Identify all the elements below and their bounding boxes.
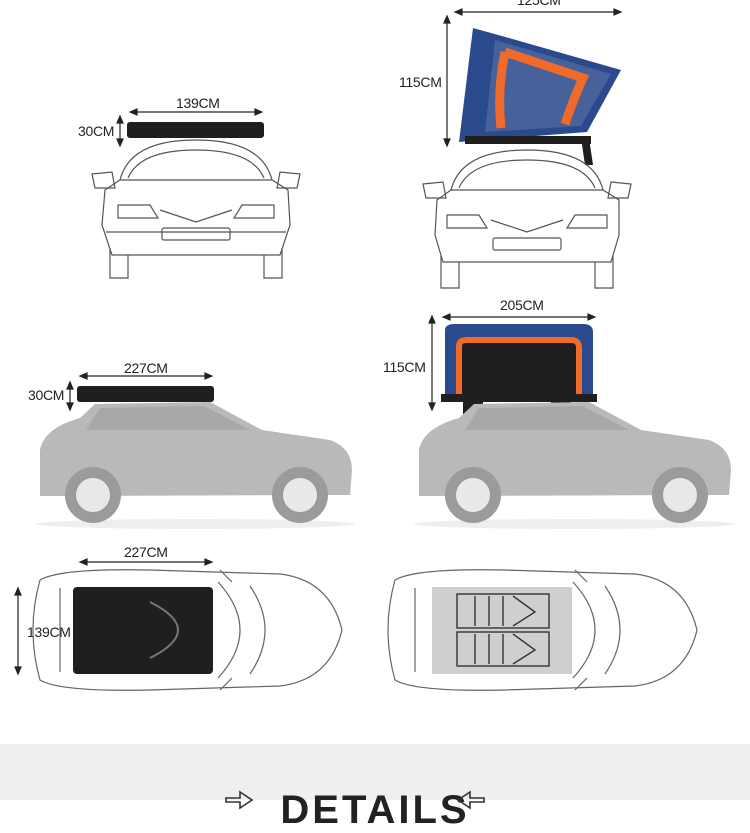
front-open-drawing <box>422 8 632 289</box>
side-open-length-label: 205CM <box>500 297 544 313</box>
top-view-open <box>375 540 750 740</box>
tent-open-side <box>441 324 597 420</box>
roof-box-closed-side <box>77 386 214 402</box>
front-closed-drawing <box>91 108 301 279</box>
side-closed-height-label: 30CM <box>28 387 65 403</box>
top-view-closed: 227CM 139CM <box>0 540 375 740</box>
front-view-open: 125CM 115CM <box>375 0 750 300</box>
side-closed-drawing <box>35 372 355 529</box>
roof-box-closed <box>127 122 264 138</box>
side-view-closed: 227CM 30CM <box>0 300 375 540</box>
front-view-closed: 139CM 30CM <box>0 0 375 300</box>
tent-open-front <box>459 28 621 165</box>
side-open-drawing <box>414 313 734 529</box>
front-closed-width-label: 139CM <box>176 95 220 111</box>
front-open-height-label: 115CM <box>399 74 442 90</box>
side-view-open: 205CM 115CM <box>375 297 750 540</box>
side-open-height-label: 115CM <box>383 359 426 375</box>
roof-box-closed-top <box>73 587 213 674</box>
details-title: DETAILS <box>280 788 470 832</box>
top-open-drawing <box>387 569 698 691</box>
front-open-width-label: 125CM <box>517 0 561 8</box>
top-closed-drawing <box>14 558 343 691</box>
side-closed-length-label: 227CM <box>124 360 168 376</box>
suv-side-silhouette-open <box>414 402 734 529</box>
top-closed-length-label: 227CM <box>124 544 168 560</box>
front-closed-height-label: 30CM <box>78 123 115 139</box>
arrow-left-icon <box>456 790 485 810</box>
roof-rack-platform <box>432 587 572 674</box>
suv-side-silhouette <box>35 402 355 529</box>
details-footer: DETAILS <box>0 744 750 832</box>
